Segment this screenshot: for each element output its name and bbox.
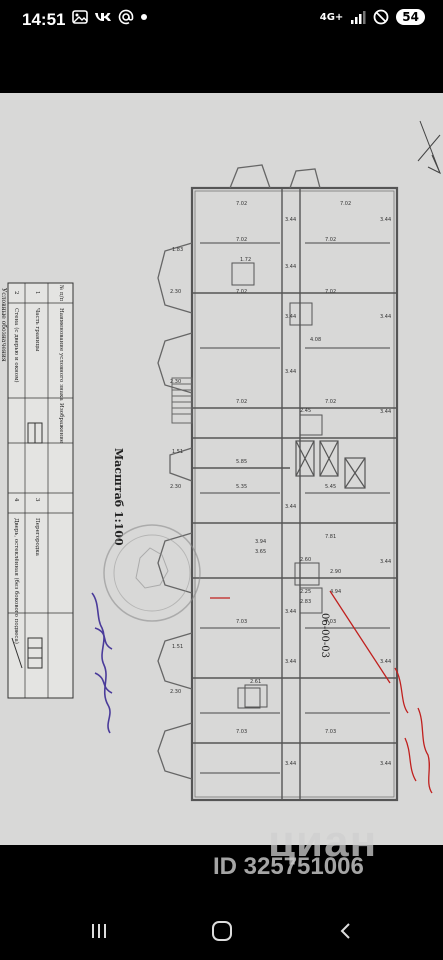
svg-text:3.44: 3.44 (285, 659, 296, 665)
svg-text:2.30: 2.30 (170, 689, 181, 695)
network-type: 4G+ (319, 11, 344, 23)
svg-text:7.02: 7.02 (325, 289, 336, 295)
status-bar: 14:51 4G+ 54 (0, 0, 443, 40)
home-icon (212, 921, 232, 941)
svg-text:7.02: 7.02 (236, 201, 247, 207)
svg-text:5.35: 5.35 (236, 484, 247, 490)
home-button[interactable] (202, 918, 242, 944)
legend-header-image: Изображение (58, 403, 65, 443)
svg-text:3.44: 3.44 (380, 409, 391, 415)
legend-row-4-num: 4 (13, 498, 19, 502)
svg-text:2.83: 2.83 (300, 599, 311, 605)
svg-text:3.44: 3.44 (285, 609, 296, 615)
recents-button[interactable] (79, 918, 119, 944)
legend-row-2-num: 2 (13, 291, 19, 295)
legend-row-1-num: 1 (34, 291, 40, 295)
svg-text:7.03: 7.03 (325, 619, 336, 625)
watermark-logo: циан (268, 817, 378, 866)
system-status: 4G+ 54 (320, 9, 425, 25)
svg-text:2.61: 2.61 (250, 679, 261, 685)
svg-text:3.44: 3.44 (380, 659, 391, 665)
legend-title: Условные обозначения (0, 288, 7, 362)
recents-icon (92, 924, 106, 938)
legend-row-2-name: Стена (с дверью и окном) (13, 308, 20, 383)
svg-text:5.45: 5.45 (325, 484, 336, 490)
svg-text:5.85: 5.85 (236, 459, 247, 465)
svg-text:4.94: 4.94 (330, 589, 341, 595)
svg-text:4.08: 4.08 (310, 337, 321, 343)
legend-row-3-num: 3 (34, 498, 40, 502)
svg-text:7.02: 7.02 (340, 201, 351, 207)
cian-watermark: циан ID 325751006 (205, 815, 435, 885)
svg-text:7.02: 7.02 (236, 237, 247, 243)
svg-text:3.94: 3.94 (255, 539, 266, 545)
clock: 14:51 (22, 10, 66, 29)
notification-icons (72, 9, 148, 25)
legend-header-name: Наименование условного знака (58, 308, 64, 401)
svg-text:2.90: 2.90 (330, 569, 341, 575)
svg-text:7.03: 7.03 (325, 729, 336, 735)
unit-label: 06-00-03 (319, 613, 330, 658)
svg-text:3.44: 3.44 (380, 559, 391, 565)
legend-row-3-name: Перегородка (34, 518, 40, 557)
svg-text:7.02: 7.02 (325, 237, 336, 243)
svg-text:1.83: 1.83 (172, 247, 183, 253)
legend-row-4-name: Дверь, остеклённая (без бокового подвеса… (13, 518, 20, 644)
svg-text:3.44: 3.44 (285, 504, 296, 510)
dot-icon (141, 14, 147, 20)
svg-text:2.30: 2.30 (170, 484, 181, 490)
svg-text:3.44: 3.44 (285, 761, 296, 767)
svg-text:1.72: 1.72 (240, 257, 251, 263)
gallery-icon (72, 10, 88, 24)
svg-text:3.44: 3.44 (285, 217, 296, 223)
red-signature-icon (210, 590, 433, 794)
vk-icon (95, 13, 111, 21)
svg-text:7.03: 7.03 (236, 619, 247, 625)
svg-text:3.44: 3.44 (285, 369, 296, 375)
svg-text:2.30: 2.30 (170, 379, 181, 385)
svg-text:3.44: 3.44 (380, 761, 391, 767)
svg-text:2.45: 2.45 (300, 408, 311, 414)
navigation-bar (0, 900, 443, 960)
svg-text:7.02: 7.02 (236, 399, 247, 405)
svg-text:7.02: 7.02 (236, 289, 247, 295)
stamp-icon (103, 524, 201, 622)
legend-header-num: № п/п (58, 285, 64, 301)
legend-row-1-name: Часть границы (34, 308, 40, 352)
scale-title: Масштаб 1:100 (112, 448, 125, 546)
svg-text:3.44: 3.44 (380, 217, 391, 223)
svg-text:7.02: 7.02 (325, 399, 336, 405)
at-icon (118, 9, 134, 25)
back-icon (340, 923, 350, 939)
dnd-icon (373, 9, 389, 25)
svg-text:2.30: 2.30 (170, 289, 181, 295)
legend-table: Условные обозначения № п/п Наименование … (0, 282, 74, 699)
svg-text:3.44: 3.44 (285, 264, 296, 270)
listing-id: ID 325751006 (213, 853, 364, 880)
battery-level: 54 (396, 9, 425, 25)
svg-text:3.44: 3.44 (380, 314, 391, 320)
floor-plan-image: 7.02 7.02 7.02 7.02 7.02 7.02 7.02 7.02 5.85… (0, 93, 443, 845)
svg-text:1.51: 1.51 (172, 449, 183, 455)
north-arrow-icon (417, 120, 442, 175)
back-button[interactable] (326, 918, 366, 944)
svg-text:1.51: 1.51 (172, 644, 183, 650)
svg-text:3.65: 3.65 (255, 549, 266, 555)
signature-icon (91, 592, 113, 734)
svg-text:7.03: 7.03 (236, 729, 247, 735)
svg-text:2.60: 2.60 (300, 557, 311, 563)
svg-text:7.81: 7.81 (325, 534, 336, 540)
photo-viewer[interactable]: 7.02 7.02 7.02 7.02 7.02 7.02 7.02 7.02 5.85… (0, 93, 443, 845)
signal-icon (351, 11, 366, 24)
svg-text:2.25: 2.25 (300, 589, 311, 595)
svg-text:3.44: 3.44 (285, 314, 296, 320)
